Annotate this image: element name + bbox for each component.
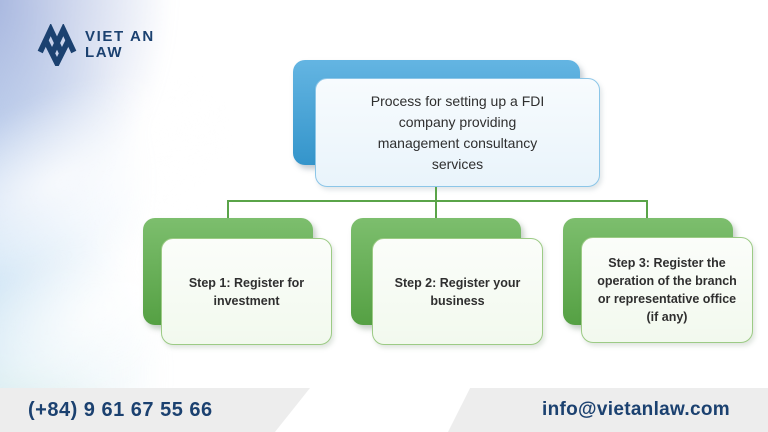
brand-name: VIET AN LAW bbox=[85, 29, 155, 61]
footer-email-banner: info@vietanlaw.com bbox=[448, 388, 768, 432]
brand-logo: VIET AN LAW bbox=[36, 24, 155, 66]
connector-horizontal bbox=[227, 200, 648, 202]
footer-email: info@vietanlaw.com bbox=[542, 399, 730, 420]
step1-label: Step 1: Register for investment bbox=[188, 275, 305, 308]
footer-phone-banner: (+84) 9 61 67 55 66 bbox=[0, 388, 310, 432]
brand-name-line1: VIET AN bbox=[85, 28, 155, 46]
step1-box: Step 1: Register for investment bbox=[161, 238, 332, 345]
brand-name-line2: LAW bbox=[85, 44, 124, 61]
connector-root-stem bbox=[435, 187, 437, 201]
step3-label: Step 3: Register the operation of the br… bbox=[597, 256, 737, 324]
step2-label: Step 2: Register your business bbox=[394, 275, 521, 308]
process-title-text: Process for setting up a FDI company pro… bbox=[370, 92, 545, 172]
step3-box: Step 3: Register the operation of the br… bbox=[581, 237, 753, 343]
step2-box: Step 2: Register your business bbox=[372, 238, 543, 345]
process-title-box: Process for setting up a FDI company pro… bbox=[315, 78, 600, 187]
connector-drop-step1 bbox=[227, 201, 229, 218]
connector-drop-step2 bbox=[435, 201, 437, 218]
footer-phone: (+84) 9 61 67 55 66 bbox=[28, 398, 213, 421]
vietan-monogram-icon bbox=[37, 24, 77, 66]
connector-drop-step3 bbox=[646, 201, 648, 218]
